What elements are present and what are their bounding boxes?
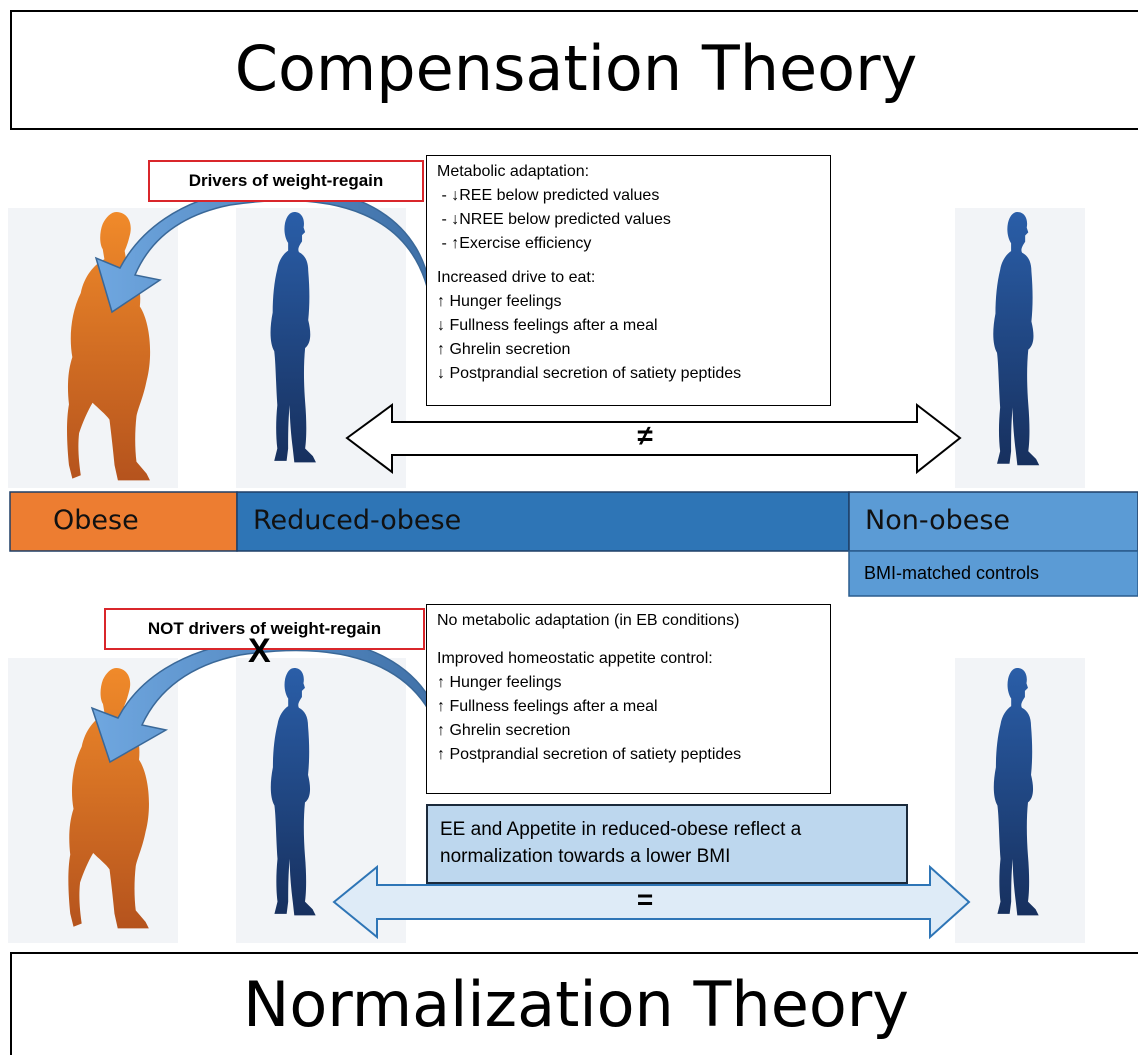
band-nonobese-label-wrap: Non-obese	[849, 492, 1138, 551]
band-reduced-label-wrap: Reduced-obese	[237, 492, 849, 551]
info-line: ↑ Ghrelin secretion	[437, 722, 571, 739]
band-reduced-obese-label: Reduced-obese	[253, 505, 462, 536]
note-line-1: EE and Appetite in reduced-obese reflect…	[440, 819, 802, 840]
info-line: Improved homeostatic appetite control:	[437, 650, 713, 667]
info-line: - ↑Exercise efficiency	[437, 235, 592, 252]
title-bottom-box: Normalization Theory	[10, 952, 1138, 1055]
bmi-matched-label: BMI-matched controls	[864, 563, 1040, 583]
info-line: Increased drive to eat:	[437, 269, 596, 286]
normalization-info-box: No metabolic adaptation (in EB condition…	[426, 604, 831, 794]
info-line: ↑ Hunger feelings	[437, 293, 562, 310]
info-line: ↓ Fullness feelings after a meal	[437, 317, 658, 334]
not-equal-symbol: ≠	[637, 420, 653, 451]
band-obese-label-wrap: Obese	[10, 492, 237, 551]
info-line: ↑ Hunger feelings	[437, 674, 562, 691]
info-line: Metabolic adaptation:	[437, 163, 590, 180]
band-non-obese	[848, 491, 1138, 552]
info-line: ↑ Postprandial secretion of satiety pept…	[437, 746, 742, 763]
compensation-info-box: Metabolic adaptation: - ↓REE below predi…	[426, 155, 831, 406]
normalization-note: EE and Appetite in reduced-obese reflect…	[426, 804, 908, 884]
title-bottom: Normalization Theory	[243, 968, 909, 1041]
x-mark: X	[248, 632, 271, 670]
info-line: ↑ Ghrelin secretion	[437, 341, 571, 358]
info-line: No metabolic adaptation (in EB condition…	[437, 612, 740, 629]
band-non-obese-label: Non-obese	[865, 505, 1011, 536]
note-line-2: normalization towards a lower BMI	[440, 846, 731, 867]
band-reduced-obese	[236, 491, 850, 552]
not-drivers-tag: NOT drivers of weight-regain	[104, 608, 425, 650]
info-line: - ↓REE below predicted values	[437, 187, 660, 204]
drivers-tag: Drivers of weight-regain	[148, 160, 424, 202]
band-bmi-matched	[848, 550, 1138, 597]
info-line: ↓ Postprandial secretion of satiety pept…	[437, 365, 742, 382]
double-arrow-bottom	[332, 864, 971, 940]
equal-symbol: =	[636, 884, 654, 915]
info-line: - ↓NREE below predicted values	[437, 211, 671, 228]
band-obese-label: Obese	[53, 505, 139, 536]
info-line: ↑ Fullness feelings after a meal	[437, 698, 658, 715]
title-top-box: Compensation Theory	[10, 10, 1138, 130]
title-top: Compensation Theory	[234, 32, 918, 105]
band-obese	[9, 491, 238, 552]
double-arrow-top	[345, 402, 962, 475]
